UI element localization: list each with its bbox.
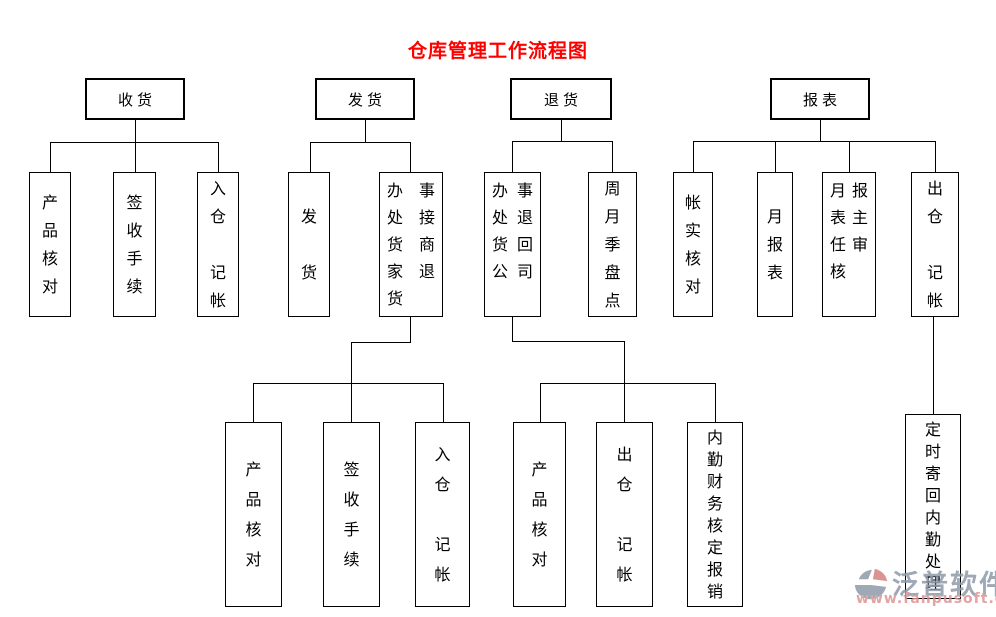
page-title: 仓库管理工作流程图 bbox=[407, 40, 588, 62]
connector-line bbox=[715, 383, 716, 422]
node-product-check: 产品核对 bbox=[29, 172, 71, 317]
connector-line bbox=[540, 383, 716, 384]
node-backoffice-finance-approve-reimburse: 内勤财务核定报销 bbox=[687, 422, 743, 607]
connector-line bbox=[512, 317, 513, 341]
connector-line bbox=[561, 120, 562, 141]
connector-line bbox=[933, 317, 934, 414]
connector-line bbox=[624, 341, 625, 422]
node-office-receive-merchant-returns: 办事处接货商家退货 bbox=[379, 172, 443, 317]
node-ship-goods: 发 货 bbox=[288, 172, 330, 317]
node-returns: 退货 bbox=[510, 78, 612, 120]
connector-line bbox=[512, 341, 625, 342]
connector-line bbox=[935, 141, 936, 172]
node-reports: 报表 bbox=[770, 78, 870, 120]
connector-line bbox=[310, 142, 411, 143]
connector-line bbox=[410, 142, 411, 172]
node-office-return-to-company: 办事处退货回公司 bbox=[484, 172, 541, 317]
connector-line bbox=[820, 120, 821, 141]
connector-line bbox=[365, 120, 366, 142]
connector-line bbox=[775, 141, 776, 172]
node-shipping: 发货 bbox=[315, 78, 415, 120]
fanpu-logo-icon bbox=[854, 568, 888, 600]
watermark-brand: 泛普软件 bbox=[892, 570, 996, 601]
node-report-director-review: 月报表主任审核 bbox=[822, 172, 876, 317]
node-receiving: 收货 bbox=[85, 78, 185, 120]
node-sign-procedure: 签收手续 bbox=[113, 172, 156, 317]
node-product-check-2: 产品核对 bbox=[225, 422, 282, 607]
connector-line bbox=[540, 383, 541, 422]
node-inbound-bookkeeping: 入仓 记帐 bbox=[197, 172, 239, 317]
connector-line bbox=[443, 383, 444, 422]
connector-line bbox=[135, 120, 136, 142]
connector-line bbox=[135, 142, 136, 172]
node-monthly-report: 月报表 bbox=[757, 172, 793, 317]
connector-line bbox=[410, 317, 411, 342]
node-send-back-to-backoffice: 定时寄回内勤处理 bbox=[905, 414, 961, 599]
connector-line bbox=[612, 141, 613, 172]
connector-line bbox=[351, 342, 411, 343]
connector-line bbox=[512, 141, 513, 172]
node-account-reconciliation: 帐实核对 bbox=[673, 172, 713, 317]
node-outbound-bookkeeping-2: 出仓 记帐 bbox=[596, 422, 653, 607]
node-inbound-bookkeeping-2: 入仓 记帐 bbox=[415, 422, 470, 607]
connector-line bbox=[310, 142, 311, 172]
node-periodic-stocktake: 周月季盘点 bbox=[588, 172, 637, 317]
connector-line bbox=[849, 141, 850, 172]
node-sign-procedure-2: 签收手续 bbox=[323, 422, 380, 607]
node-product-check-3: 产品核对 bbox=[513, 422, 566, 607]
connector-line bbox=[693, 141, 936, 142]
watermark: 泛普软件 www.fanpusoft.com bbox=[848, 563, 996, 613]
connector-line bbox=[253, 383, 254, 422]
connector-line bbox=[50, 142, 51, 172]
connector-line bbox=[351, 342, 352, 422]
connector-line bbox=[218, 142, 219, 172]
connector-line bbox=[50, 142, 219, 143]
connector-line bbox=[693, 141, 694, 172]
connector-line bbox=[253, 383, 444, 384]
node-outbound-bookkeeping: 出仓 记帐 bbox=[911, 172, 959, 317]
watermark-url: www.fanpusoft.com bbox=[856, 591, 996, 607]
connector-line bbox=[512, 141, 613, 142]
